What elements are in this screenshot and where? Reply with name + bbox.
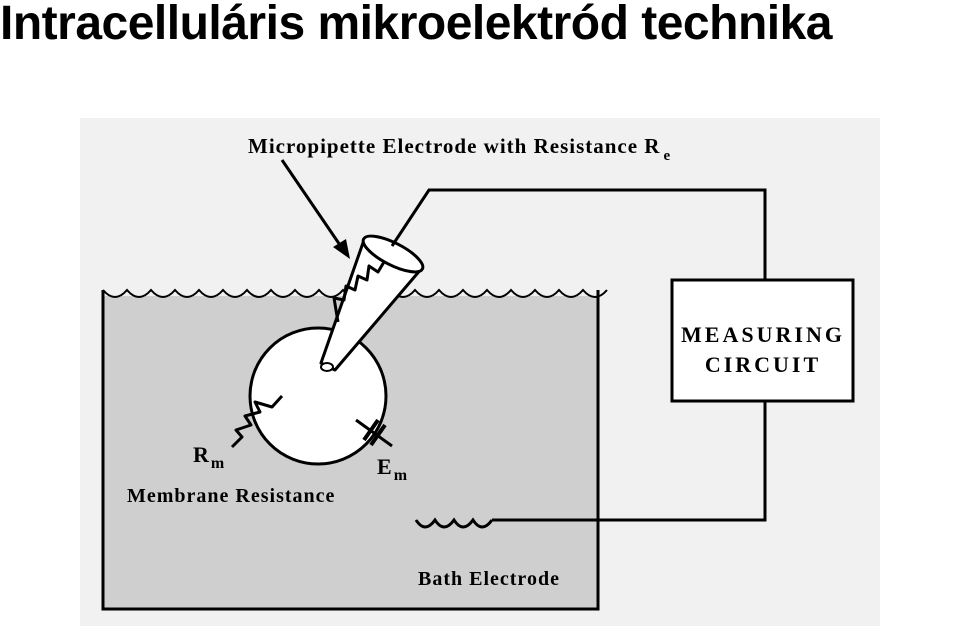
bath-container — [101, 290, 600, 611]
wire-pipette-to-circuit — [390, 188, 767, 279]
pointer-arrow — [280, 159, 350, 259]
micropipette-electrode — [319, 234, 425, 372]
membrane-resistor — [230, 394, 284, 449]
bath-electrode-label: Bath Electrode — [418, 568, 560, 590]
slide-title: Intracelluláris mikroelektród technika — [0, 0, 833, 50]
micropipette-label: Micropipette Electrode with Resistance R… — [248, 134, 671, 164]
membrane-battery — [355, 418, 393, 448]
measuring-circuit-box — [670, 278, 855, 403]
cell — [248, 326, 388, 466]
pipette-resistor — [332, 261, 386, 323]
bath-electrode-coil — [414, 517, 494, 529]
wire-circuit-to-bath — [492, 401, 767, 522]
membrane-resistance-label: Membrane Resistance — [127, 485, 335, 507]
measuring-circuit-line1: MEASURING — [681, 322, 845, 347]
measuring-circuit-line2: CIRCUIT — [705, 352, 821, 377]
